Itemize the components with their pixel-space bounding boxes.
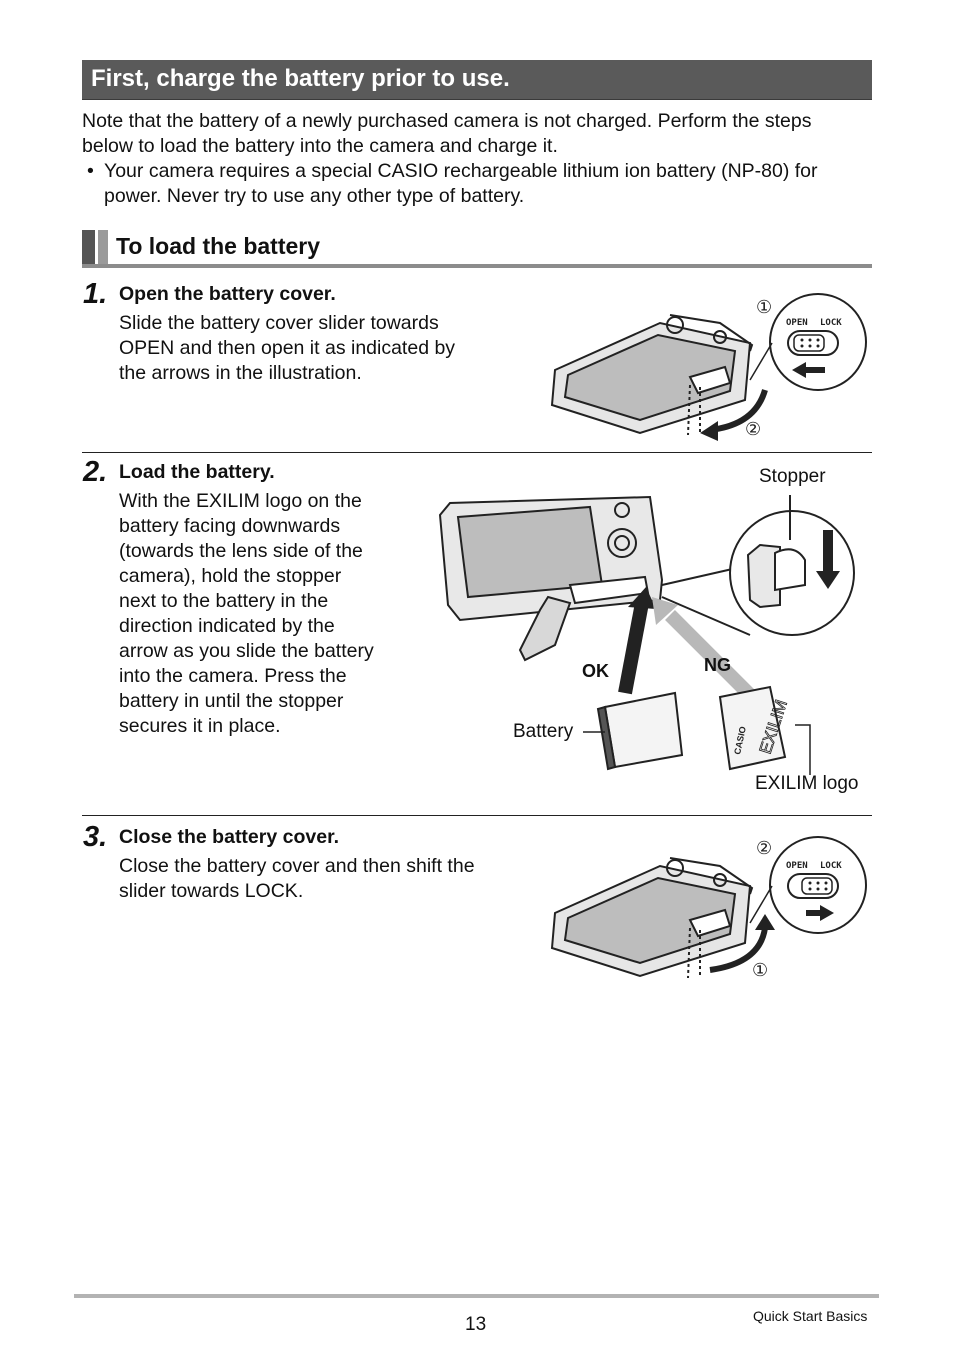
intro-line: Note that the battery of a newly purchas… — [82, 110, 812, 132]
step-divider — [82, 815, 872, 816]
intro-line: below to load the battery into the camer… — [82, 135, 558, 157]
step-line: next to the battery in the — [119, 590, 329, 612]
step-title: Close the battery cover. — [119, 826, 340, 848]
intro-bullet: Your camera requires a special CASIO rec… — [104, 159, 884, 209]
step-line: With the EXILIM logo on the — [119, 490, 362, 512]
step-divider — [82, 452, 872, 453]
step-body: With the EXILIM logo on the battery faci… — [119, 489, 419, 739]
exilim-logo-label: EXILIM logo — [755, 773, 859, 794]
subheading-marker — [82, 230, 95, 266]
switch-open-label: OPEN — [786, 318, 808, 328]
battery-label: Battery — [513, 721, 574, 742]
footer-section: Quick Start Basics — [753, 1308, 868, 1324]
step-line: OPEN and then open it as indicated by — [119, 337, 456, 359]
step-marker-2: ② — [756, 838, 772, 859]
bullet-line: power. Never try to use any other type o… — [104, 185, 525, 207]
switch-lock-label: LOCK — [820, 861, 842, 871]
stopper-label: Stopper — [759, 466, 826, 487]
subheading-marker — [98, 230, 108, 266]
bullet-symbol: • — [87, 160, 94, 182]
subheading: To load the battery — [116, 233, 321, 259]
switch-lock-label: LOCK — [820, 318, 842, 328]
step-line: slider towards LOCK. — [119, 880, 304, 902]
step-title: Open the battery cover. — [119, 283, 336, 305]
step-line: direction indicated by the — [119, 615, 335, 637]
ok-label: OK — [582, 661, 609, 681]
intro-paragraph: Note that the battery of a newly purchas… — [82, 109, 882, 159]
step-body: Slide the battery cover slider towards O… — [119, 311, 519, 386]
step-number: 2. — [83, 456, 108, 488]
footer-rule — [74, 1294, 879, 1298]
step-line: secures it in place. — [119, 715, 281, 737]
step-line: battery in until the stopper — [119, 690, 344, 712]
switch-open-label: OPEN — [786, 861, 808, 871]
subheading-rule — [82, 264, 872, 268]
bullet-line: Your camera requires a special CASIO rec… — [104, 160, 818, 182]
step-marker-1: ① — [756, 297, 772, 318]
step-body: Close the battery cover and then shift t… — [119, 854, 539, 904]
ng-label: NG — [704, 655, 731, 675]
step-title: Load the battery. — [119, 461, 275, 483]
section-heading: First, charge the battery prior to use. — [91, 65, 510, 92]
page-number: 13 — [465, 1314, 487, 1335]
step-number: 3. — [83, 821, 108, 853]
step-line: Close the battery cover and then shift t… — [119, 855, 475, 877]
close-cover-illustration: OPEN LOCK ② ① — [550, 836, 867, 981]
step-line: (towards the lens side of the — [119, 540, 363, 562]
step-marker-1: ① — [752, 960, 768, 981]
step-line: camera), hold the stopper — [119, 565, 342, 587]
step-line: into the camera. Press the — [119, 665, 347, 687]
step-number: 1. — [83, 278, 108, 310]
load-battery-illustration: OK NG CASIO EXILIM — [438, 495, 855, 775]
step-line: arrow as you slide the battery — [119, 640, 374, 662]
section-heading-bar: First, charge the battery prior to use. — [82, 60, 872, 100]
open-cover-illustration: OPEN LOCK ① ② — [550, 293, 867, 441]
step-marker-2: ② — [745, 419, 761, 440]
step-line: the arrows in the illustration. — [119, 362, 362, 384]
step-line: Slide the battery cover slider towards — [119, 312, 439, 334]
step-line: battery facing downwards — [119, 515, 341, 537]
